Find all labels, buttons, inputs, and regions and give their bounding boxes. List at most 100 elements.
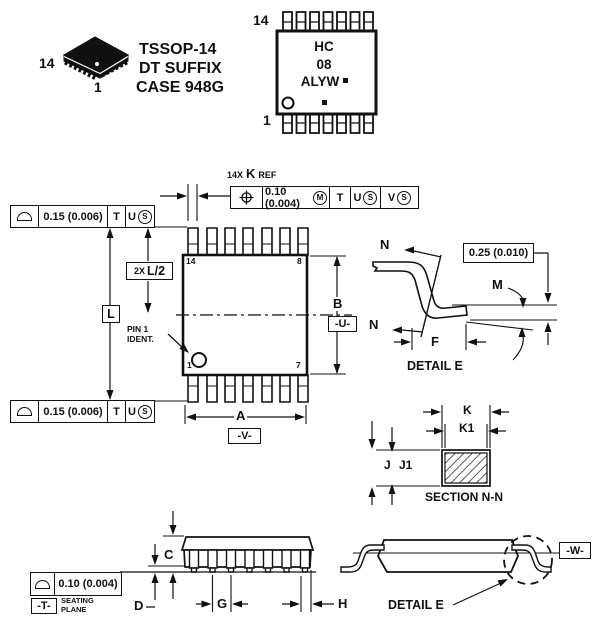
fcf-true-position: 0.10 (0.004) M T U S V S bbox=[230, 186, 419, 210]
package-title-line3: CASE 948G bbox=[136, 79, 225, 96]
dim-k1-label: K1 bbox=[459, 421, 475, 435]
dim-L-arrow-up bbox=[106, 228, 114, 238]
body-pin1-number: 1 bbox=[187, 360, 192, 370]
fcf-seating-tolerance: 0.10 (0.004) bbox=[58, 578, 118, 590]
dim-L2-arrow-down bbox=[144, 303, 152, 313]
iso-pin1-label: 1 bbox=[94, 79, 102, 95]
de-n-bottom-arrow bbox=[392, 326, 402, 334]
iso-body-side bbox=[63, 54, 129, 79]
dim-l2-prefix: 2X bbox=[133, 266, 145, 276]
dim-l2-box: 2X L/2 bbox=[126, 262, 173, 280]
dim-F-arrow-right bbox=[401, 338, 411, 346]
de-angle-line bbox=[465, 321, 534, 331]
lv-detail-leader bbox=[452, 582, 502, 606]
sn-k1-ext bbox=[444, 424, 488, 448]
fcf-profile-top-symbol-cell bbox=[11, 206, 38, 227]
dim-C-arrow-down bbox=[169, 525, 177, 535]
pin1-ident-line2: IDENT. bbox=[127, 333, 154, 344]
dim-c-label: C bbox=[164, 547, 174, 562]
dim-D-lines bbox=[146, 544, 156, 608]
dim-M-arrow-top bbox=[519, 298, 527, 308]
iso-pin14-label: 14 bbox=[39, 55, 55, 71]
seating-plane-line1: SEATING bbox=[61, 596, 94, 605]
fcf-position-datum3-cell: V S bbox=[380, 187, 418, 208]
fcf-seating-symbol-cell bbox=[31, 573, 54, 595]
dim-m-label: M bbox=[492, 277, 503, 292]
fcf-profile-bottom-datum1: T bbox=[113, 405, 120, 418]
mmc-modifier-icon: M bbox=[313, 190, 327, 205]
tv-mark-square-2 bbox=[322, 100, 327, 105]
tv-bottom-pins bbox=[282, 113, 374, 134]
fcf-profile-bottom-datum1-cell: T bbox=[107, 401, 125, 422]
iso-edge-highlight bbox=[63, 55, 129, 75]
lv-left-lead bbox=[340, 544, 385, 573]
fcf-position-datum1-cell: T bbox=[329, 187, 350, 208]
rfs-modifier-icon-2: S bbox=[397, 190, 412, 205]
sn-inner-rect bbox=[444, 452, 488, 484]
kref-suffix: REF bbox=[258, 170, 277, 180]
dim-A-ext bbox=[184, 405, 307, 424]
dim-H-arrow-right bbox=[290, 600, 300, 608]
rfs-modifier-icon-3: S bbox=[137, 209, 152, 224]
profile-surface-icon-2 bbox=[17, 407, 32, 416]
fcf-profile-bottom-datum2: U bbox=[128, 405, 136, 418]
sn-j1-arrow-down bbox=[388, 442, 396, 452]
dim-025-arrow-up bbox=[544, 322, 552, 332]
fcf-position-datum1: T bbox=[336, 191, 344, 204]
dim-M-leader-bottom bbox=[512, 335, 524, 361]
offset-025-box: 0.25 (0.010) bbox=[463, 243, 534, 263]
fcf-profile-top-datum2-cell: U S bbox=[125, 206, 154, 227]
top-view-pin14-label: 14 bbox=[253, 12, 269, 28]
pin1-ident-line1: PIN 1 bbox=[127, 324, 149, 334]
top-view-pin1-label: 1 bbox=[263, 112, 271, 128]
detail-e-bottom-label: DETAIL E bbox=[388, 598, 444, 612]
dim-g-label: G bbox=[215, 596, 230, 611]
marking-line3: ALYW bbox=[300, 74, 340, 89]
dim-l-box: L bbox=[102, 305, 120, 323]
fcf-position-symbol-cell bbox=[231, 187, 262, 208]
seating-plane-line2: PLANE bbox=[61, 604, 87, 614]
dim-G-ext bbox=[211, 575, 232, 612]
de-section-line bbox=[420, 254, 442, 338]
fcf-profile-top-tol-cell: 0.15 (0.006) bbox=[38, 206, 107, 227]
section-n-upper-label: N bbox=[380, 237, 390, 252]
dim-h-label: H bbox=[338, 596, 348, 611]
cv-top-pins bbox=[187, 227, 309, 256]
true-position-icon bbox=[239, 190, 254, 205]
dim-G-arrow-right bbox=[201, 600, 212, 608]
kref-prefix: 14X bbox=[227, 170, 244, 180]
sn-j-arrow-up bbox=[368, 487, 376, 497]
dim-A-arrow-right bbox=[295, 413, 305, 421]
datum-u-box: -U- bbox=[328, 316, 357, 332]
sn-j1-arrow-up bbox=[388, 484, 396, 494]
fcf-profile-top-datum1-cell: T bbox=[107, 206, 125, 227]
section-n-lower-label: N bbox=[369, 317, 379, 332]
datum-t-box: -T- bbox=[31, 598, 57, 614]
body-pin7-number: 7 bbox=[296, 360, 301, 370]
cv-bottom-pins bbox=[187, 374, 309, 403]
dim-025-lines bbox=[533, 252, 549, 345]
fcf-seating-plane: 0.10 (0.004) bbox=[30, 572, 122, 596]
sn-k1-arrow-left bbox=[488, 427, 498, 435]
dim-025-arrow-down bbox=[544, 293, 552, 303]
fcf-profile-top-datum2: U bbox=[128, 210, 136, 223]
section-nn-view bbox=[368, 405, 509, 505]
dim-K-arrow-left bbox=[198, 192, 208, 200]
profile-surface-icon bbox=[17, 212, 32, 221]
fcf-position-datum2-cell: U S bbox=[350, 187, 380, 208]
sn-k-ext bbox=[441, 405, 491, 448]
side-view bbox=[120, 511, 334, 612]
sn-j-arrow-down bbox=[368, 439, 376, 449]
dim-f-label: F bbox=[429, 334, 441, 349]
dim-F-ext bbox=[411, 324, 467, 350]
datum-v-box: -V- bbox=[228, 428, 261, 444]
dim-L-arrow-down bbox=[106, 390, 114, 400]
sv-pins bbox=[188, 549, 311, 569]
fcf-profile-top: 0.15 (0.006) T U S bbox=[10, 205, 155, 228]
sn-k-arrow-left bbox=[491, 408, 501, 416]
sn-j-ext bbox=[376, 449, 440, 487]
fcf-profile-bottom-tol-cell: 0.15 (0.006) bbox=[38, 401, 107, 422]
seating-plane-note: SEATING PLANE bbox=[61, 596, 94, 614]
fcf-profile-top-datum1: T bbox=[113, 210, 120, 223]
